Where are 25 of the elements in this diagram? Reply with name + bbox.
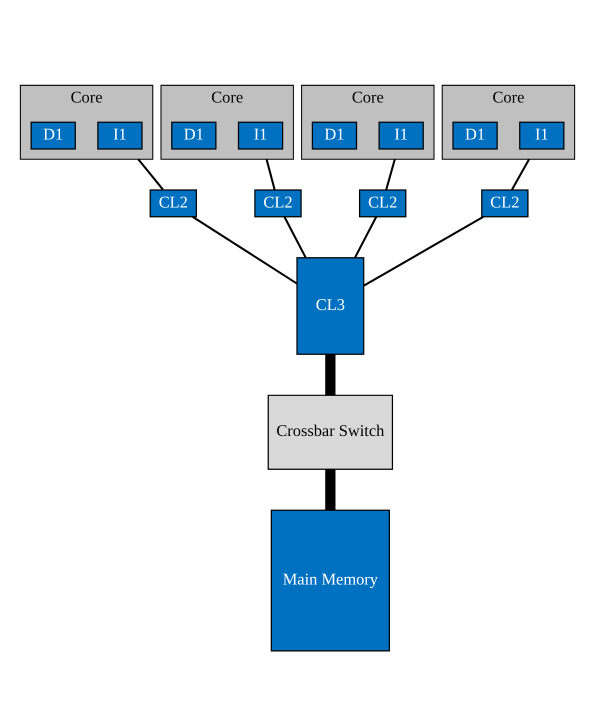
connector bbox=[385, 158, 396, 190]
node-box: I1 bbox=[97, 122, 143, 150]
connector bbox=[266, 158, 276, 190]
node-box: Main Memory bbox=[270, 510, 390, 652]
node-box: CL3 bbox=[296, 257, 364, 355]
connector bbox=[363, 216, 484, 287]
node-box: D1 bbox=[30, 122, 76, 150]
node-box: I1 bbox=[238, 122, 284, 150]
node-box: D1 bbox=[171, 122, 217, 150]
node-box: CL2 bbox=[358, 189, 406, 218]
connector bbox=[137, 158, 164, 190]
node-box: I1 bbox=[519, 122, 564, 150]
node-box: D1 bbox=[312, 122, 358, 150]
connector bbox=[325, 354, 336, 396]
node-box: CL2 bbox=[150, 189, 198, 218]
connector bbox=[192, 216, 298, 284]
connector bbox=[354, 216, 378, 258]
connector bbox=[325, 469, 336, 510]
node-box: Crossbar Switch bbox=[268, 394, 394, 470]
node-box: D1 bbox=[452, 122, 498, 150]
connector bbox=[511, 158, 530, 190]
node-box: CL2 bbox=[254, 189, 302, 218]
connector bbox=[284, 216, 306, 258]
node-box: I1 bbox=[378, 122, 424, 150]
node-box: CL2 bbox=[481, 189, 529, 218]
